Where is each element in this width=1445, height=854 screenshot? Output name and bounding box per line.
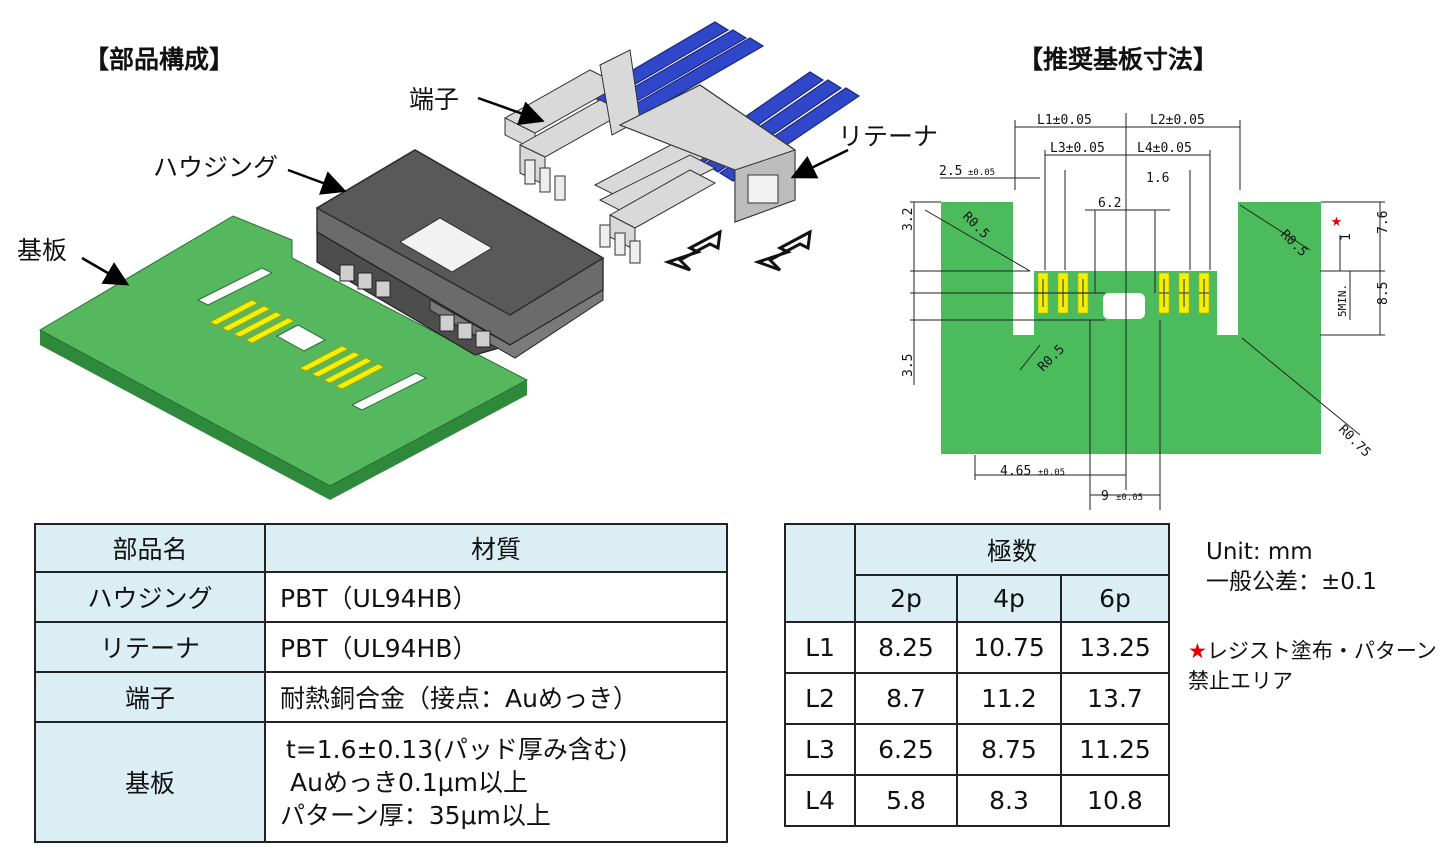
materials-table: 部品名 材質 ハウジング PBT（UL94HB） リテーナ PBT（UL94HB…	[34, 523, 728, 843]
table-row: L4 5.8 8.3 10.8	[784, 774, 1170, 827]
board-dimension-drawing: L1±0.05 L2±0.05 L3±0.05 L4±0.05 2.5 ±0.0…	[901, 113, 1391, 510]
dim-4-65: 4.65	[1000, 464, 1031, 479]
dim-3-5: 3.5	[901, 354, 916, 377]
dim-2-5: 2.5	[939, 164, 962, 179]
board-spec-line: Auめっき0.1μm以上	[290, 767, 528, 797]
part-cell: ハウジング	[34, 571, 266, 623]
table-row: 端子 耐熱銅合金（接点：Auめっき）	[34, 671, 728, 723]
col-6p: 6p	[1060, 574, 1170, 623]
resist-note-line1: レジスト塗布・パターン	[1206, 639, 1437, 663]
dim-4-65-tol: ±0.05	[1038, 468, 1065, 478]
dim-9-tol: ±0.05	[1116, 493, 1143, 503]
callout-terminal: 端子	[409, 85, 460, 114]
unit-note: Unit: mm	[1206, 539, 1313, 565]
row-label: L2	[784, 672, 856, 725]
star-marker: ★	[1331, 210, 1342, 231]
terminals-wires-3d-upper	[503, 21, 765, 201]
value-cell: 10.75	[956, 621, 1062, 674]
dim-r075: R0.75	[1335, 422, 1373, 460]
board-material-cell: t=1.6±0.13(パッド厚み含む) Auめっき0.1μm以上 パターン厚：3…	[264, 721, 728, 843]
value-cell: 11.25	[1060, 723, 1170, 776]
callout-housing: ハウジング	[153, 153, 279, 182]
part-cell: 端子	[34, 671, 266, 723]
insertion-arrows	[663, 229, 812, 272]
dim-5min: 5MIN.	[1336, 284, 1349, 317]
value-cell: 8.75	[956, 723, 1062, 776]
material-cell: PBT（UL94HB）	[264, 571, 728, 623]
callout-board: 基板	[17, 236, 68, 265]
table-row: リテーナ PBT（UL94HB）	[34, 621, 728, 673]
dims-corner-cell	[784, 523, 856, 623]
dim-2-5-tol: ±0.05	[968, 168, 995, 178]
table-row: L3 6.25 8.75 11.25	[784, 723, 1170, 776]
value-cell: 8.25	[854, 621, 958, 674]
materials-header-part: 部品名	[34, 523, 266, 573]
board-3d	[38, 215, 529, 500]
dimension-lines	[910, 113, 1385, 510]
board-dimensions-heading: 【推奨基板寸法】	[1018, 45, 1219, 74]
value-cell: 11.2	[956, 672, 1062, 725]
dim-l1: L1±0.05	[1037, 113, 1092, 128]
col-4p: 4p	[956, 574, 1062, 623]
value-cell: 5.8	[854, 774, 958, 827]
dim-1: 1	[1339, 233, 1354, 241]
tolerance-note: 一般公差：±0.1	[1206, 569, 1377, 595]
contact-pads-3d	[209, 299, 385, 390]
col-2p: 2p	[854, 574, 958, 623]
callout-arrows	[81, 96, 849, 286]
value-cell: 10.8	[1060, 774, 1170, 827]
material-cell: PBT（UL94HB）	[264, 621, 728, 673]
resist-note-line2: 禁止エリア	[1188, 669, 1293, 693]
materials-header-material: 材質	[264, 523, 728, 573]
table-row: ハウジング PBT（UL94HB）	[34, 571, 728, 623]
board-outline	[941, 202, 1321, 454]
board-spec-line: t=1.6±0.13(パッド厚み含む)	[286, 734, 628, 764]
table-row: L2 8.7 11.2 13.7	[784, 672, 1170, 725]
housing-3d	[315, 149, 605, 359]
dim-6-2: 6.2	[1098, 196, 1121, 211]
board-spec-line: パターン厚：35μm以上	[280, 800, 551, 830]
dim-9: 9	[1101, 489, 1109, 504]
table-row: 基板 t=1.6±0.13(パッド厚み含む) Auめっき0.1μm以上 パターン…	[34, 721, 728, 843]
row-label: L1	[784, 621, 856, 674]
value-cell: 13.25	[1060, 621, 1170, 674]
dim-l2: L2±0.05	[1150, 113, 1205, 128]
value-cell: 6.25	[854, 723, 958, 776]
row-label: L3	[784, 723, 856, 776]
dim-7-6: 7.6	[1376, 211, 1391, 234]
dim-1-6: 1.6	[1146, 171, 1169, 186]
callout-retainer: リテーナ	[838, 122, 939, 151]
resist-note: ★レジスト塗布・パターン 禁止エリア	[1188, 636, 1437, 696]
board-center-hole	[1103, 293, 1145, 319]
star-icon: ★	[1188, 639, 1207, 663]
dim-3-2: 3.2	[901, 208, 916, 231]
value-cell: 8.3	[956, 774, 1062, 827]
components-heading: 【部品構成】	[84, 45, 235, 74]
value-cell: 13.7	[1060, 672, 1170, 725]
retainer-3d	[618, 84, 796, 223]
pole-count-header: 極数	[854, 523, 1170, 576]
dimensions-table: 極数 2p 4p 6p L1 8.25 10.75 13.25 L2 8.7 1…	[784, 523, 1170, 827]
part-cell: リテーナ	[34, 621, 266, 673]
table-row: L1 8.25 10.75 13.25	[784, 621, 1170, 674]
value-cell: 8.7	[854, 672, 958, 725]
dim-8-5: 8.5	[1376, 282, 1391, 305]
material-cell: 耐熱銅合金（接点：Auめっき）	[264, 671, 728, 723]
row-label: L4	[784, 774, 856, 827]
dim-l3: L3±0.05	[1050, 141, 1105, 156]
dim-l4: L4±0.05	[1137, 141, 1192, 156]
part-cell: 基板	[34, 721, 266, 843]
connector-exploded-illustration	[38, 21, 861, 500]
